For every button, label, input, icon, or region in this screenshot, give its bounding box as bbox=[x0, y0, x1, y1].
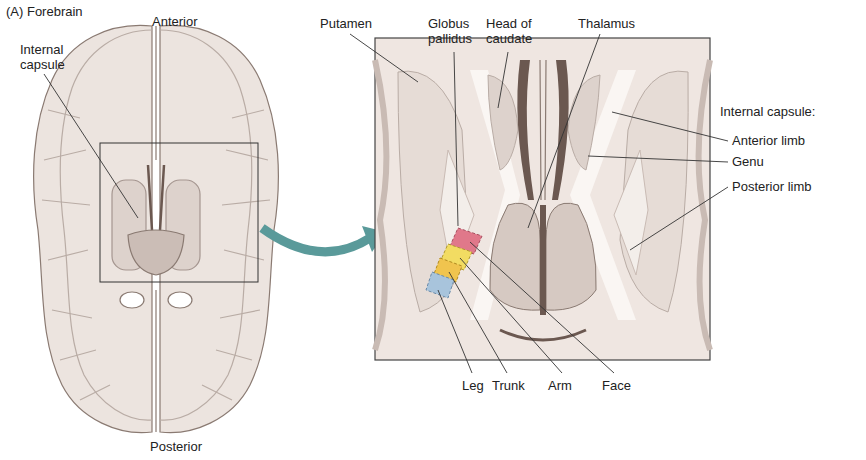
structure-label: Genu bbox=[732, 154, 764, 169]
zoom-arrow bbox=[262, 228, 370, 252]
leader-lines bbox=[44, 34, 728, 373]
direction-label: Anterior bbox=[152, 14, 198, 29]
body-part-label: Leg bbox=[462, 378, 484, 393]
structure-label: Thalamus bbox=[578, 16, 635, 31]
structure-label: Head of caudate bbox=[486, 16, 550, 46]
body-part-label: Trunk bbox=[492, 378, 525, 393]
figure-title: (A) Forebrain bbox=[6, 4, 83, 19]
structure-label: Anterior limb bbox=[732, 133, 805, 148]
direction-label: Posterior bbox=[150, 439, 202, 454]
structure-label: Internal capsule bbox=[20, 42, 84, 72]
body-part-label: Arm bbox=[548, 378, 572, 393]
section-heading: Internal capsule: bbox=[720, 104, 815, 119]
structure-label: Posterior limb bbox=[732, 179, 811, 194]
body-part-label: Face bbox=[602, 378, 631, 393]
structure-label: Putamen bbox=[320, 16, 372, 31]
inset-frame bbox=[100, 143, 258, 282]
whole-brain bbox=[34, 25, 279, 432]
enlarged-section bbox=[375, 38, 710, 360]
structure-label: Globus pallidus bbox=[428, 16, 486, 46]
